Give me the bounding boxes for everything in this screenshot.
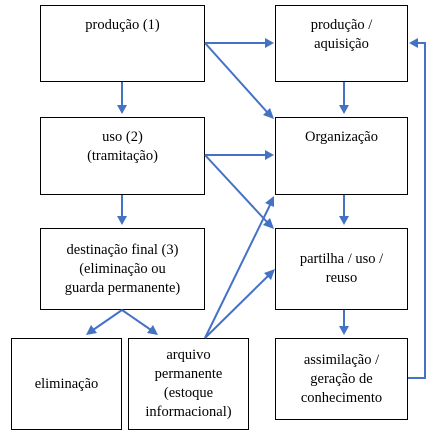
- box-producao: produção (1): [40, 5, 205, 82]
- box-partilha: partilha / uso / reuso: [275, 228, 408, 310]
- box-destinacao-label: destinação final (3) (eliminação ou guar…: [64, 241, 181, 296]
- box-partilha-label: partilha / uso / reuso: [299, 251, 384, 286]
- arrow-feedback-loop-head: [409, 38, 418, 48]
- arrow-producao-to-aquisicao-head: [265, 38, 274, 48]
- arrow-uso-to-organizacao-head: [265, 150, 274, 160]
- box-destinacao: destinação final (3) (eliminação ou guar…: [40, 228, 205, 310]
- arrow-organizacao-to-partilha-head: [339, 216, 349, 225]
- arrow-arquivo-to-partilha-head: [264, 269, 275, 280]
- box-assimilacao-label: assimilação / geração de conhecimento: [300, 351, 383, 406]
- arrow-destinacao-to-arquivo-head: [147, 325, 158, 335]
- arrow-destinacao-to-arquivo: [121, 309, 152, 331]
- box-arquivo-permanente-label: arquivo permanente (estoque informaciona…: [145, 347, 232, 420]
- box-producao-aquisicao: produção / aquisição: [275, 5, 408, 82]
- box-eliminacao-label: eliminação: [34, 375, 99, 392]
- box-arquivo-permanente: arquivo permanente (estoque informaciona…: [128, 338, 249, 430]
- box-assimilacao: assimilação / geração de conhecimento: [275, 338, 408, 420]
- arrow-producao-to-organizacao: [204, 42, 268, 113]
- arrow-uso-to-partilha-head: [263, 218, 274, 229]
- arrow-uso-to-partilha: [204, 154, 268, 223]
- arrow-arquivo-to-organizacao: [204, 204, 271, 339]
- arrow-producao-to-uso-head: [117, 105, 127, 114]
- box-producao-aquisicao-label: produção / aquisição: [310, 17, 373, 52]
- box-uso: uso (2) (tramitação): [40, 117, 205, 195]
- box-organizacao-label: Organização: [305, 129, 378, 145]
- arrow-arquivo-to-partilha: [204, 275, 269, 339]
- arrow-destinacao-to-eliminacao: [92, 309, 123, 331]
- box-producao-label: produção (1): [85, 17, 160, 33]
- arrow-destinacao-to-eliminacao-head: [86, 325, 97, 335]
- box-eliminacao: eliminação: [11, 338, 122, 430]
- box-uso-label: uso (2) (tramitação): [87, 129, 158, 164]
- arrow-producao-to-organizacao-head: [263, 108, 274, 119]
- arrow-aquisicao-to-organizacao-head: [339, 105, 349, 114]
- arrow-feedback-loop: [408, 42, 426, 379]
- box-organizacao: Organização: [275, 117, 408, 195]
- arrow-arquivo-to-organizacao-head: [265, 196, 274, 207]
- arrow-uso-to-destinacao-head: [117, 216, 127, 225]
- arrow-partilha-to-assimilacao-head: [339, 326, 349, 335]
